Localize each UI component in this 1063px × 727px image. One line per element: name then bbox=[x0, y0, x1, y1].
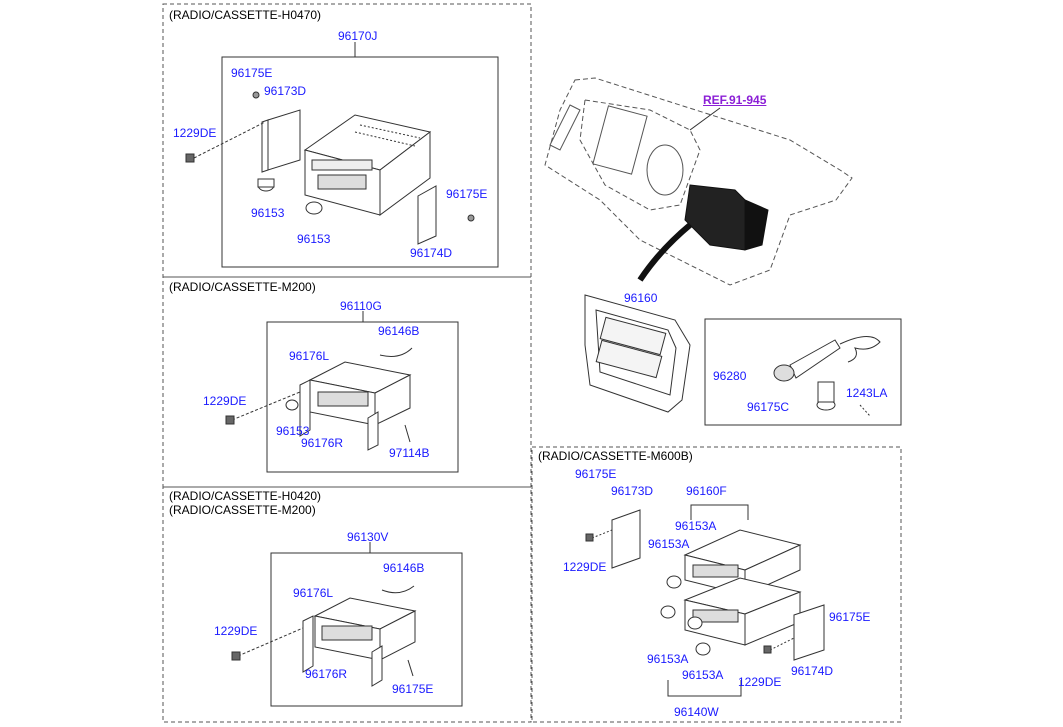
label-96170j[interactable]: 96170J bbox=[338, 29, 378, 43]
screw-96175e-a bbox=[252, 91, 260, 99]
label-96153[interactable]: 96153 bbox=[276, 424, 310, 438]
radio-in-dash bbox=[684, 184, 769, 251]
label-96160f[interactable]: 96160F bbox=[686, 484, 727, 498]
bracket-96173d bbox=[261, 109, 301, 173]
cable-96146b bbox=[379, 347, 413, 357]
ref-link-91-945[interactable]: REF.91-945 bbox=[703, 93, 767, 107]
bracket-96160f bbox=[690, 504, 749, 520]
knob-96153-m200 bbox=[285, 399, 299, 411]
label-96175e[interactable]: 96175E bbox=[446, 187, 488, 201]
bracket-96174d-m600b bbox=[793, 604, 825, 661]
label-96153a[interactable]: 96153A bbox=[682, 668, 724, 682]
label-96130v[interactable]: 96130V bbox=[347, 530, 389, 544]
bracket-96174d bbox=[417, 185, 437, 245]
bracket-96140w bbox=[667, 680, 742, 697]
section-header-h0470: (RADIO/CASSETTE-H0470) bbox=[169, 8, 322, 22]
label-1229de[interactable]: 1229DE bbox=[173, 126, 217, 140]
bracket-96176l-b bbox=[302, 615, 314, 673]
dash-leader-stripe bbox=[637, 222, 692, 282]
label-96173d[interactable]: 96173D bbox=[611, 484, 654, 498]
label-96160[interactable]: 96160 bbox=[624, 291, 658, 305]
label-96174d[interactable]: 96174D bbox=[791, 664, 834, 678]
section-m600b-frame bbox=[531, 446, 902, 723]
dashboard-crash-pad bbox=[544, 77, 853, 286]
label-1229de[interactable]: 1229DE bbox=[214, 624, 258, 638]
knob-96153-a bbox=[257, 178, 275, 192]
radio-unit-h0420 bbox=[313, 597, 417, 661]
label-96146b[interactable]: 96146B bbox=[378, 324, 420, 338]
label-96175c[interactable]: 96175C bbox=[747, 400, 790, 414]
bracket-96176l bbox=[299, 379, 311, 437]
label-1229de[interactable]: 1229DE bbox=[563, 560, 607, 574]
bracket-96173d-m600b bbox=[611, 509, 641, 569]
knob-96153-b bbox=[305, 201, 323, 215]
bolt-1229de-a bbox=[185, 121, 266, 163]
label-96176l[interactable]: 96176L bbox=[293, 586, 334, 600]
section-header-h0420: (RADIO/CASSETTE-H0420) bbox=[169, 489, 322, 503]
label-96175e[interactable]: 96175E bbox=[575, 467, 617, 481]
label-96280[interactable]: 96280 bbox=[713, 369, 747, 383]
label-96173d[interactable]: 96173D bbox=[264, 84, 307, 98]
label-96175e[interactable]: 96175E bbox=[829, 610, 871, 624]
screw-96175e-b bbox=[467, 214, 475, 222]
radio-unit-m600b-lower bbox=[683, 577, 802, 646]
cable-96146b-b bbox=[381, 585, 415, 594]
section-header-h0420-m200: (RADIO/CASSETTE-M200) bbox=[169, 503, 316, 517]
label-96176l[interactable]: 96176L bbox=[289, 349, 330, 363]
mic-box bbox=[704, 318, 902, 426]
label-1243la[interactable]: 1243LA bbox=[846, 386, 888, 400]
label-96110g[interactable]: 96110G bbox=[340, 299, 382, 313]
label-96153a[interactable]: 96153A bbox=[648, 537, 690, 551]
label-96153a[interactable]: 96153A bbox=[675, 519, 717, 533]
label-96153[interactable]: 96153 bbox=[297, 232, 331, 246]
assembly-box-96170j bbox=[221, 56, 499, 268]
label-96176r[interactable]: 96176R bbox=[301, 436, 344, 450]
radio-unit-h0470 bbox=[303, 114, 432, 216]
label-97114b[interactable]: 97114B bbox=[389, 446, 430, 460]
ref-leader bbox=[689, 107, 721, 131]
label-96175e[interactable]: 96175E bbox=[392, 682, 434, 696]
bolt-1229de-m600b-b bbox=[763, 637, 795, 654]
knobs-96153a bbox=[660, 575, 711, 656]
label-96153a[interactable]: 96153A bbox=[647, 652, 689, 666]
section-h0420-frame bbox=[162, 486, 532, 723]
bracket-96176r bbox=[367, 411, 379, 451]
label-96146b[interactable]: 96146B bbox=[383, 561, 425, 575]
label-96176r[interactable]: 96176R bbox=[305, 667, 348, 681]
screw-1243la bbox=[859, 404, 871, 417]
label-96153[interactable]: 96153 bbox=[251, 206, 285, 220]
label-1229de[interactable]: 1229DE bbox=[738, 675, 782, 689]
section-h0470-frame bbox=[162, 3, 532, 278]
label-1229de[interactable]: 1229DE bbox=[203, 394, 247, 408]
section-header-m200: (RADIO/CASSETTE-M200) bbox=[169, 280, 316, 294]
bolt-1229de-c bbox=[231, 627, 304, 661]
section-header-m600b: (RADIO/CASSETTE-M600B) bbox=[538, 449, 693, 463]
bracket-96176r-b bbox=[371, 645, 383, 687]
mic-holder-96175c bbox=[816, 381, 836, 411]
screw-96175e-h0420 bbox=[407, 659, 414, 677]
assembly-box-96130v bbox=[270, 552, 463, 707]
label-96175e[interactable]: 96175E bbox=[231, 66, 273, 80]
bolt-1229de-b bbox=[225, 391, 301, 425]
screw-97114b bbox=[404, 424, 411, 443]
radio-unit-m200 bbox=[308, 361, 412, 426]
microphone-96280 bbox=[773, 336, 881, 382]
label-96174d[interactable]: 96174D bbox=[410, 246, 453, 260]
section-m200-frame bbox=[162, 276, 532, 488]
bolt-1229de-m600b-a bbox=[585, 529, 613, 542]
label-96140w[interactable]: 96140W bbox=[674, 705, 719, 719]
bezel-96160 bbox=[584, 294, 691, 413]
